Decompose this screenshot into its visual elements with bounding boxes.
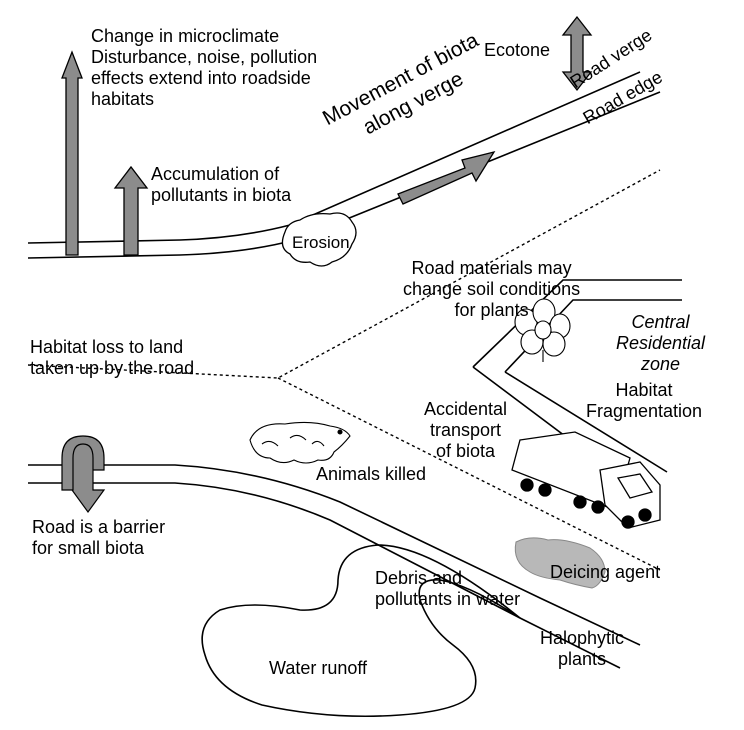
road-materials-line: Road materials may: [411, 258, 572, 278]
up-arrow-icon: [113, 165, 149, 256]
central-zone-line: Residential: [616, 333, 706, 353]
habitat-loss-line: taken up by the road: [30, 358, 195, 378]
deicing-label: Deicing agent: [550, 562, 661, 582]
microclimate-line: effects extend into roadside: [91, 68, 311, 88]
tree-icon: [514, 298, 571, 362]
halophytic-line: Halophytic: [540, 628, 625, 648]
accidental-line: Accidental: [424, 399, 508, 419]
lower-road-lower-edge: [28, 482, 621, 669]
ecotone-label: Ecotone: [484, 40, 551, 60]
habitat-loss-lines: [27, 169, 661, 571]
fragmentation-label: Habitat Fragmentation: [586, 380, 702, 422]
roads: [27, 71, 682, 718]
fragmentation-line: Habitat: [615, 380, 673, 400]
accumulation-line: pollutants in biota: [151, 185, 292, 205]
fragmentation-line: Fragmentation: [586, 401, 703, 421]
halophytic-label: Halophytic plants: [540, 628, 624, 670]
microclimate-line: Disturbance, noise, pollution: [91, 47, 318, 67]
lower-road-upper-edge: [28, 464, 641, 646]
dotted-line-lower: [277, 377, 661, 571]
u-turn-arrow-icon: [61, 435, 106, 514]
deicing-icon: [514, 537, 606, 589]
road-materials-label: Road materials may change soil condition…: [403, 258, 580, 321]
animals-killed-label: Animals killed: [316, 464, 427, 484]
microclimate-line: habitats: [91, 89, 155, 109]
central-zone-line: zone: [641, 354, 681, 374]
barrier-line: for small biota: [32, 538, 145, 558]
up-arrow-icon: [61, 50, 83, 256]
erosion-icon: [281, 212, 357, 267]
road-materials-line: for plants: [454, 300, 529, 320]
debris-line: Debris and: [375, 568, 463, 588]
accumulation-label: Accumulation of pollutants in biota: [151, 164, 291, 206]
barrier-line: Road is a barrier: [32, 517, 166, 537]
dotted-line-upper: [27, 169, 661, 379]
central-road-right-edge: [504, 371, 668, 473]
habitat-loss-line: Habitat loss to land: [30, 337, 184, 357]
habitat-loss-label: Habitat loss to land taken up by the roa…: [30, 337, 194, 379]
central-zone-label: Central Residential zone: [616, 312, 705, 375]
accidental-line: transport: [430, 420, 502, 440]
debris-label: Debris and pollutants in water: [375, 568, 520, 610]
water-runoff-outline: [201, 544, 521, 718]
central-zone-line: Central: [631, 312, 690, 332]
animal-icon: [249, 421, 351, 464]
microclimate-line: Change in microclimate: [91, 26, 280, 46]
accidental-label: Accidental transport of biota: [424, 399, 507, 462]
truck-icon: [511, 431, 661, 529]
barrier-label: Road is a barrier for small biota: [32, 517, 165, 559]
top-road-upper-edge: [27, 71, 641, 244]
halophytic-line: plants: [558, 649, 607, 669]
microclimate-label: Change in microclimate Disturbance, nois…: [91, 26, 317, 110]
road-materials-line: change soil conditions: [403, 279, 581, 299]
water-runoff-label: Water runoff: [269, 658, 368, 678]
movement-arrow-icon: [397, 150, 496, 205]
double-arrow-icon: [561, 15, 593, 92]
accidental-line: of biota: [436, 441, 496, 461]
central-road-outer-edge: [472, 279, 682, 368]
accumulation-line: Accumulation of: [151, 164, 280, 184]
erosion-label: Erosion: [292, 233, 350, 252]
debris-line: pollutants in water: [375, 589, 521, 609]
